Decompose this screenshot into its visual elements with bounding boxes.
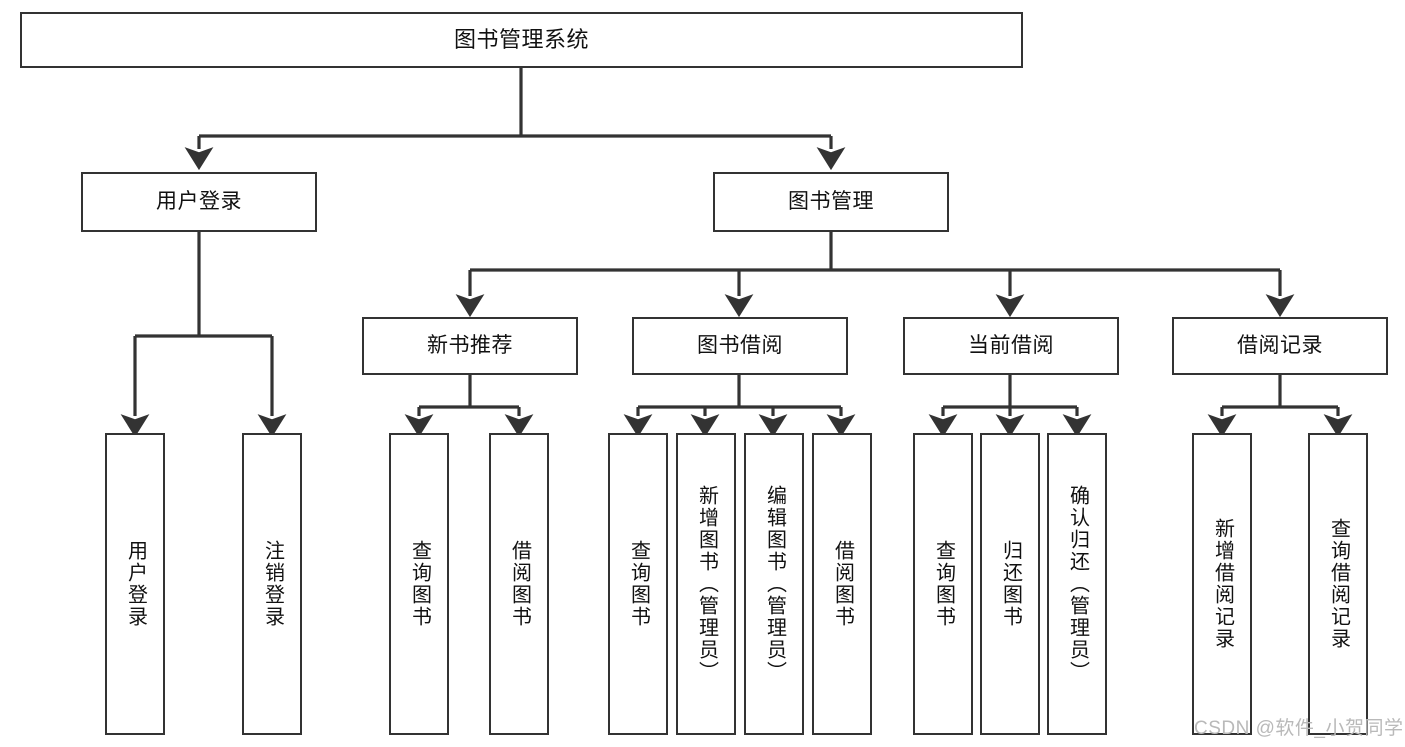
- leaf-label: 编辑图书（管理员）: [763, 485, 786, 683]
- node-book-borrow[interactable]: 图书借阅: [632, 317, 848, 375]
- node-current-borrow-label: 当前借阅: [968, 334, 1054, 358]
- leaf-current-confirm-return-admin[interactable]: 确认归还（管理员）: [1047, 433, 1107, 735]
- leaf-label: 查询图书: [408, 540, 431, 628]
- node-root-book-management-system[interactable]: 图书管理系统: [20, 12, 1023, 68]
- leaf-label: 查询图书: [627, 540, 650, 628]
- node-current-borrow[interactable]: 当前借阅: [903, 317, 1119, 375]
- leaf-label: 借阅图书: [508, 540, 531, 628]
- leaf-current-return-books[interactable]: 归还图书: [980, 433, 1040, 735]
- leaf-borrow-edit-book-admin[interactable]: 编辑图书（管理员）: [744, 433, 804, 735]
- leaf-record-query-record[interactable]: 查询借阅记录: [1308, 433, 1368, 735]
- leaf-label: 新增借阅记录: [1211, 518, 1234, 650]
- leaf-borrow-query-books[interactable]: 查询图书: [608, 433, 668, 735]
- leaf-user-login-signin[interactable]: 用户登录: [105, 433, 165, 735]
- leaf-label: 归还图书: [999, 540, 1022, 628]
- leaf-label: 确认归还（管理员）: [1066, 485, 1089, 683]
- leaf-user-login-signout[interactable]: 注销登录: [242, 433, 302, 735]
- node-book-borrow-label: 图书借阅: [697, 334, 783, 358]
- leaf-label: 查询借阅记录: [1327, 518, 1350, 650]
- node-borrow-record-label: 借阅记录: [1237, 334, 1323, 358]
- leaf-label: 用户登录: [124, 540, 147, 628]
- node-borrow-record[interactable]: 借阅记录: [1172, 317, 1388, 375]
- leaf-current-query-books[interactable]: 查询图书: [913, 433, 973, 735]
- node-new-book-recommend[interactable]: 新书推荐: [362, 317, 578, 375]
- leaf-label: 借阅图书: [831, 540, 854, 628]
- leaf-borrow-borrow-books[interactable]: 借阅图书: [812, 433, 872, 735]
- leaf-label: 新增图书（管理员）: [695, 485, 718, 683]
- node-user-login-label: 用户登录: [156, 190, 242, 214]
- leaf-label: 注销登录: [261, 540, 284, 628]
- node-new-book-recommend-label: 新书推荐: [427, 334, 513, 358]
- node-book-management-label: 图书管理: [788, 190, 874, 214]
- leaf-new-book-borrow-books[interactable]: 借阅图书: [489, 433, 549, 735]
- csdn-watermark: CSDN @软件_小贺同学: [1194, 718, 1404, 739]
- leaf-new-book-query-books[interactable]: 查询图书: [389, 433, 449, 735]
- leaf-record-add-record[interactable]: 新增借阅记录: [1192, 433, 1252, 735]
- node-user-login[interactable]: 用户登录: [81, 172, 317, 232]
- node-book-management[interactable]: 图书管理: [713, 172, 949, 232]
- node-root-label: 图书管理系统: [453, 26, 589, 52]
- leaf-label: 查询图书: [932, 540, 955, 628]
- leaf-borrow-add-book-admin[interactable]: 新增图书（管理员）: [676, 433, 736, 735]
